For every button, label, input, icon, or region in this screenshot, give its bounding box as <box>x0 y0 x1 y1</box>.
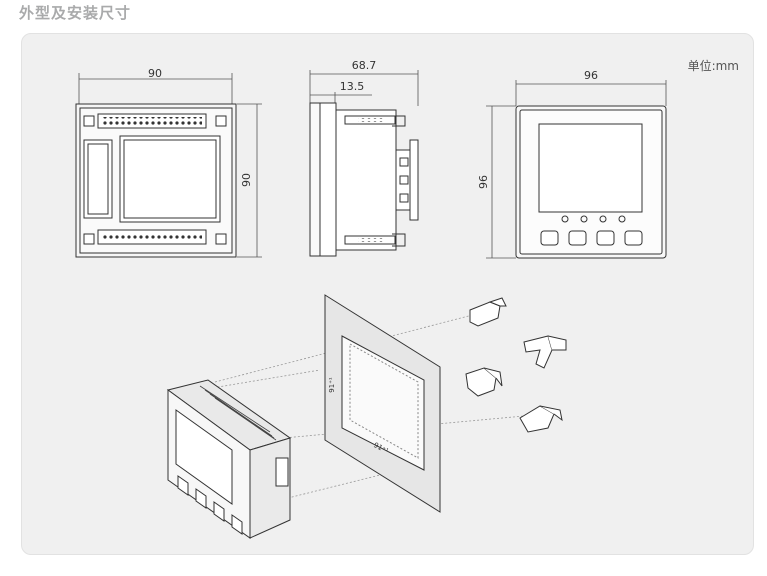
dim-side-front: 13.5 <box>340 80 365 93</box>
dim-front-width: 96 <box>584 69 598 82</box>
section-title: 外型及安装尺寸 <box>19 4 132 22</box>
back-view <box>75 73 262 258</box>
mounting-panel <box>324 294 441 513</box>
side-view <box>309 70 419 257</box>
front-view <box>486 80 667 259</box>
cutout-label-vertical: 91⁺¹ <box>328 377 336 393</box>
meter-isometric <box>166 379 292 539</box>
mounting-clips <box>465 297 567 433</box>
dim-back-height: 90 <box>240 173 253 187</box>
dim-back-width: 90 <box>148 67 162 80</box>
unit-label: 单位:mm <box>687 59 739 73</box>
dim-side-depth: 68.7 <box>352 59 377 72</box>
dim-front-height: 96 <box>477 175 490 189</box>
